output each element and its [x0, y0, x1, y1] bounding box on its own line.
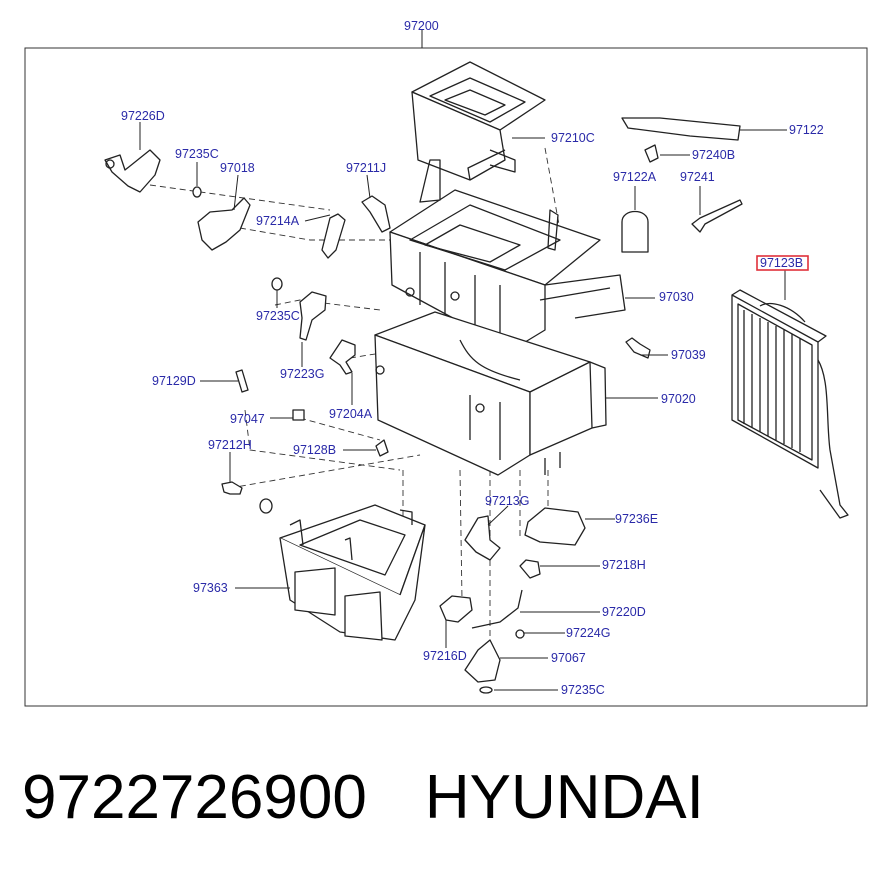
part-97226d-bracket	[104, 149, 161, 193]
label-97235C-a: 97235C	[175, 147, 219, 161]
part-97047-nut	[292, 409, 305, 421]
label-97128B: 97128B	[293, 443, 336, 457]
part-97039-clip	[625, 337, 651, 359]
label-97363: 97363	[193, 581, 228, 595]
label-97218H: 97218H	[602, 558, 646, 572]
label-97226D: 97226D	[121, 109, 165, 123]
label-97122A: 97122A	[613, 170, 657, 184]
label-97214A: 97214A	[256, 214, 300, 228]
part-97218h-link	[519, 559, 541, 579]
label-97240B: 97240B	[692, 148, 735, 162]
part-97212h-screw	[221, 481, 243, 495]
label-97204A: 97204A	[329, 407, 373, 421]
label-97236E: 97236E	[615, 512, 658, 526]
part-97123b-filter	[731, 289, 849, 519]
label-97200: 97200	[404, 19, 439, 33]
diagram-frame	[24, 47, 868, 707]
part-97018-lever	[197, 197, 251, 251]
part-labels: 97200 97226D 97235C 97018 97214A 97211J …	[121, 19, 824, 697]
part-97067-bracket	[464, 639, 501, 683]
highlight-97123b	[756, 255, 809, 271]
part-97241-sensor	[691, 199, 743, 233]
label-97211J: 97211J	[346, 161, 386, 175]
label-97018: 97018	[220, 161, 255, 175]
label-97210C: 97210C	[551, 131, 595, 145]
label-97123B: 97123B	[760, 256, 803, 270]
part-97216d-lever	[439, 595, 473, 623]
leader-lines	[139, 122, 787, 691]
part-number: 9722726900	[22, 763, 367, 832]
part-97220d-rod	[471, 589, 523, 629]
brand-name: HYUNDAI	[424, 763, 704, 832]
part-97363-tray	[279, 504, 426, 641]
part-97240b-clip	[644, 144, 659, 163]
label-97235C-c: 97235C	[561, 683, 605, 697]
label-97241: 97241	[680, 170, 715, 184]
label-97020: 97020	[661, 392, 696, 406]
part-97235c-washer-b	[271, 277, 283, 291]
part-97020-lower-case	[374, 311, 607, 476]
label-97122: 97122	[789, 123, 824, 137]
part-washer	[259, 498, 273, 514]
part-97236e-actuator	[524, 507, 586, 546]
label-97047: 97047	[230, 412, 265, 426]
part-97122a-cap	[621, 210, 649, 253]
label-97129D: 97129D	[152, 374, 196, 388]
label-97213G: 97213G	[485, 494, 529, 508]
label-97030: 97030	[659, 290, 694, 304]
part-97224g-nut	[515, 629, 525, 639]
part-97213g-lever	[464, 515, 501, 561]
part-97122-rod	[621, 117, 741, 141]
part-97128b-clip	[375, 439, 389, 457]
label-97224G: 97224G	[566, 626, 610, 640]
label-97212H: 97212H	[208, 438, 252, 452]
label-97235C-b: 97235C	[256, 309, 300, 323]
label-97220D: 97220D	[602, 605, 646, 619]
footer-caption: 9722726900 HYUNDAI	[22, 762, 704, 833]
label-97223G: 97223G	[280, 367, 324, 381]
part-97211j-link	[361, 195, 391, 233]
part-97235c-washer-c	[479, 686, 493, 694]
label-97039: 97039	[671, 348, 706, 362]
part-97030-upper-case	[389, 159, 626, 351]
part-97223g-link	[299, 291, 327, 341]
part-97129d-pin	[235, 369, 249, 393]
part-97204a-lever	[329, 339, 356, 375]
label-97067: 97067	[551, 651, 586, 665]
part-97210c-duct	[411, 61, 546, 181]
label-97216D: 97216D	[423, 649, 467, 663]
part-97235c-washer-a	[192, 186, 202, 198]
part-97214a-lever	[321, 213, 346, 259]
